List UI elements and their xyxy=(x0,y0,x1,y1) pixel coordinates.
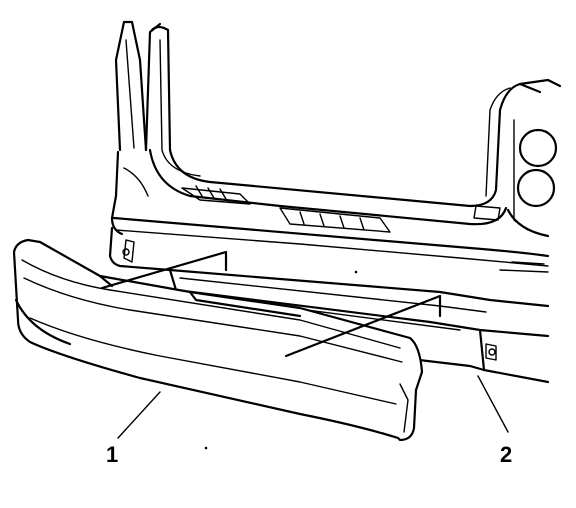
stray-mark xyxy=(354,270,358,274)
callout-2-leader xyxy=(477,375,509,433)
callout-2-label: 2 xyxy=(500,442,512,467)
alignment-guide-lines xyxy=(100,250,442,358)
left-d-pillar xyxy=(114,20,162,152)
liftgate-sill-details xyxy=(181,185,501,233)
stray-mark xyxy=(204,446,208,450)
quarter-panel xyxy=(110,150,550,273)
liftgate-opening xyxy=(148,25,542,226)
callout-1-leader xyxy=(117,391,161,439)
right-tail-lamp xyxy=(513,78,562,231)
callout-1-label: 1 xyxy=(106,442,118,467)
bumper-fascia xyxy=(12,238,424,442)
